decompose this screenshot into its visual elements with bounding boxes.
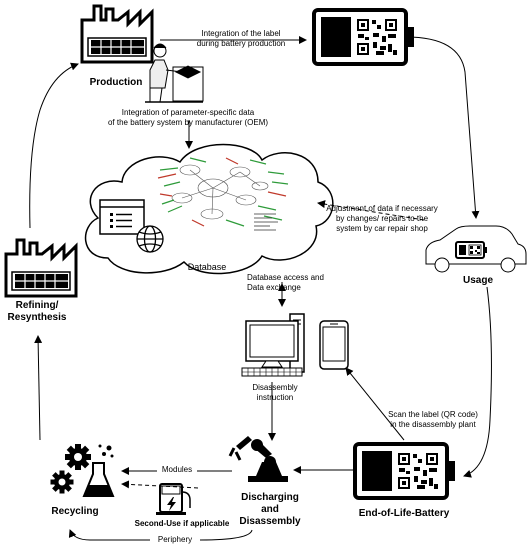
- mind-map-icon: [157, 157, 289, 231]
- node-database: Database: [187, 262, 227, 272]
- edge-label-scan: Scan the label (QR code) in the disassem…: [378, 410, 488, 430]
- edge-label-line: of the battery system by manufacturer (O…: [107, 118, 269, 127]
- edge-label-modules: Modules: [157, 465, 197, 475]
- robot-arm-icon: [228, 436, 288, 482]
- edge-label-line: system by car repair shop: [336, 224, 428, 233]
- battery-qr-icon: [312, 8, 414, 66]
- edge-label-adjustment: Adjustment of data if necessary by chang…: [322, 204, 442, 234]
- node-label-line: Refining/: [15, 300, 59, 311]
- edge-label-line: during battery production: [196, 39, 286, 48]
- edge-label-disassembly-instruction: Disassembly instruction: [245, 383, 305, 403]
- browser-window-icon: [99, 199, 145, 235]
- node-end-of-life-battery: End-of-Life-Battery: [358, 508, 450, 519]
- node-usage: Usage: [462, 275, 493, 286]
- edge-label-database-access: Database access and Data exchange: [247, 273, 327, 293]
- battery-qr-icon: [353, 442, 455, 500]
- edge-label-line: Data exchange: [247, 283, 301, 292]
- edge-label-line: instruction: [256, 393, 294, 402]
- edge-label-integration: Integration of the label during battery …: [176, 29, 306, 49]
- smartphone-icon: [319, 320, 349, 370]
- node-label-line: Resynthesis: [7, 312, 67, 323]
- node-label-line: Discharging: [241, 492, 299, 503]
- edge-label-periphery: Periphery: [150, 535, 200, 545]
- node-label-line: and: [261, 504, 279, 515]
- node-recycling: Recycling: [51, 506, 99, 517]
- node-production: Production: [89, 77, 143, 88]
- node-label-line: Disassembly: [239, 516, 301, 527]
- flow-arrows: [29, 36, 492, 541]
- gears-icon: [50, 444, 91, 494]
- car-icon: [425, 225, 527, 273]
- edge-label-line: Scan the label (QR code): [388, 410, 478, 419]
- edge-label-line: Integration of parameter-specific data: [121, 108, 255, 117]
- edge-label-line: Integration of the label: [201, 29, 281, 38]
- edge-label-line: in the disassembly plant: [390, 420, 476, 429]
- charging-station-icon: [156, 483, 191, 515]
- edge-label-line: Disassembly: [252, 383, 298, 392]
- flask-icon: [82, 444, 115, 497]
- factory-icon: [80, 4, 154, 64]
- computer-icon: [241, 313, 305, 377]
- globe-icon: [136, 225, 164, 253]
- edge-label-line: Adjustment of data if necessary: [326, 204, 438, 213]
- node-second-use: Second-Use if applicable: [134, 519, 230, 528]
- factory-icon: [4, 238, 78, 298]
- node-discharging: Discharging and Disassembly: [230, 492, 310, 528]
- node-refining: Refining/ Resynthesis: [2, 300, 72, 324]
- edge-label-line: by changes/ repairs to the: [335, 214, 429, 223]
- edge-label-line: Database access and: [247, 273, 324, 282]
- edge-label-oem: Integration of parameter-specific data o…: [88, 108, 288, 128]
- worker-icon: [145, 43, 204, 103]
